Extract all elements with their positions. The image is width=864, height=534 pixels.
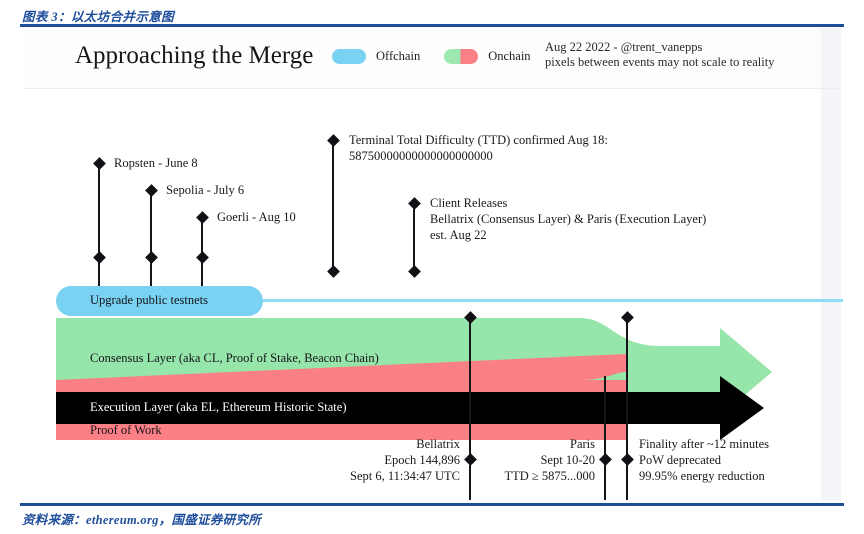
event-label-client-releases-line3: est. Aug 22 (430, 228, 487, 242)
event-label-bellatrix-line2: Epoch 144,896 (384, 453, 460, 467)
event-label-paris-line1: Paris (570, 437, 595, 451)
event-stem-sepolia (150, 191, 152, 288)
figure-caption: 图表 3：以太坊合并示意图 (22, 10, 175, 24)
event-label-ttd-line2: 58750000000000000000000 (349, 149, 493, 163)
event-label-finality-line2: PoW deprecated (639, 453, 722, 467)
chart-header-band (23, 28, 841, 88)
consensus-layer-label: Consensus Layer (aka CL, Proof of Stake,… (90, 351, 379, 365)
source-line: 资料来源：ethereum.org，国盛证券研究所 (22, 513, 262, 527)
event-label-ropsten: Ropsten - June 8 (114, 156, 198, 170)
offchain-track-pill (56, 286, 263, 316)
chart-byline: Aug 22 2022 - @trent_vanepps pixels betw… (545, 40, 774, 70)
event-label-ttd: Terminal Total Difficulty (TTD) confirme… (349, 132, 608, 164)
event-stem-bellatrix (469, 318, 471, 500)
event-stem-finality (626, 318, 628, 500)
chart-header-divider (23, 88, 841, 89)
event-label-bellatrix-line1: Bellatrix (416, 437, 460, 451)
event-stem-ropsten (98, 164, 100, 288)
event-label-sepolia: Sepolia - July 6 (166, 183, 245, 197)
event-label-client-releases-line1: Client Releases (430, 196, 508, 210)
legend-label-offchain: Offchain (376, 49, 421, 63)
event-label-goerli: Goerli - Aug 10 (217, 210, 296, 224)
event-stem-client-releases (413, 204, 415, 271)
event-label-client-releases-line2: Bellatrix (Consensus Layer) & Paris (Exe… (430, 212, 707, 226)
legend-swatch-onchain (444, 49, 479, 64)
legend-label-onchain: Onchain (488, 49, 531, 63)
byline-line-2: pixels between events may not scale to r… (545, 55, 775, 69)
offchain-track-label: Upgrade public testnets (90, 293, 209, 307)
bottom-rule (20, 503, 844, 506)
event-stem-ttd (332, 141, 334, 271)
execution-layer-label: Execution Layer (aka EL, Ethereum Histor… (90, 400, 347, 414)
offchain-track-line (263, 299, 843, 302)
chart-legend: Offchain Onchain (332, 49, 545, 64)
event-label-finality-line3: 99.95% energy reduction (639, 469, 765, 483)
event-stem-paris (604, 376, 606, 500)
event-label-bellatrix: Bellatrix Epoch 144,896 Sept 6, 11:34:47… (240, 436, 460, 484)
event-label-paris-line2: Sept 10-20 (540, 453, 595, 467)
event-label-client-releases: Client Releases Bellatrix (Consensus Lay… (430, 195, 706, 243)
event-label-finality: Finality after ~12 minutes PoW deprecate… (639, 436, 769, 484)
event-label-bellatrix-line3: Sept 6, 11:34:47 UTC (350, 469, 460, 483)
top-rule (20, 24, 844, 27)
chart-right-edge (821, 28, 841, 500)
event-label-paris-line3: TTD ≥ 5875...000 (504, 469, 595, 483)
chart-title: Approaching the Merge (75, 42, 314, 69)
event-label-paris: Paris Sept 10-20 TTD ≥ 5875...000 (410, 436, 595, 484)
chart-card: Approaching the Merge Offchain Onchain A… (20, 28, 844, 500)
byline-line-1: Aug 22 2022 - @trent_vanepps (545, 40, 703, 54)
legend-swatch-offchain (332, 49, 366, 64)
event-label-ttd-line1: Terminal Total Difficulty (TTD) confirme… (349, 133, 608, 147)
proof-of-work-label: Proof of Work (90, 423, 162, 437)
event-label-finality-line1: Finality after ~12 minutes (639, 437, 770, 451)
